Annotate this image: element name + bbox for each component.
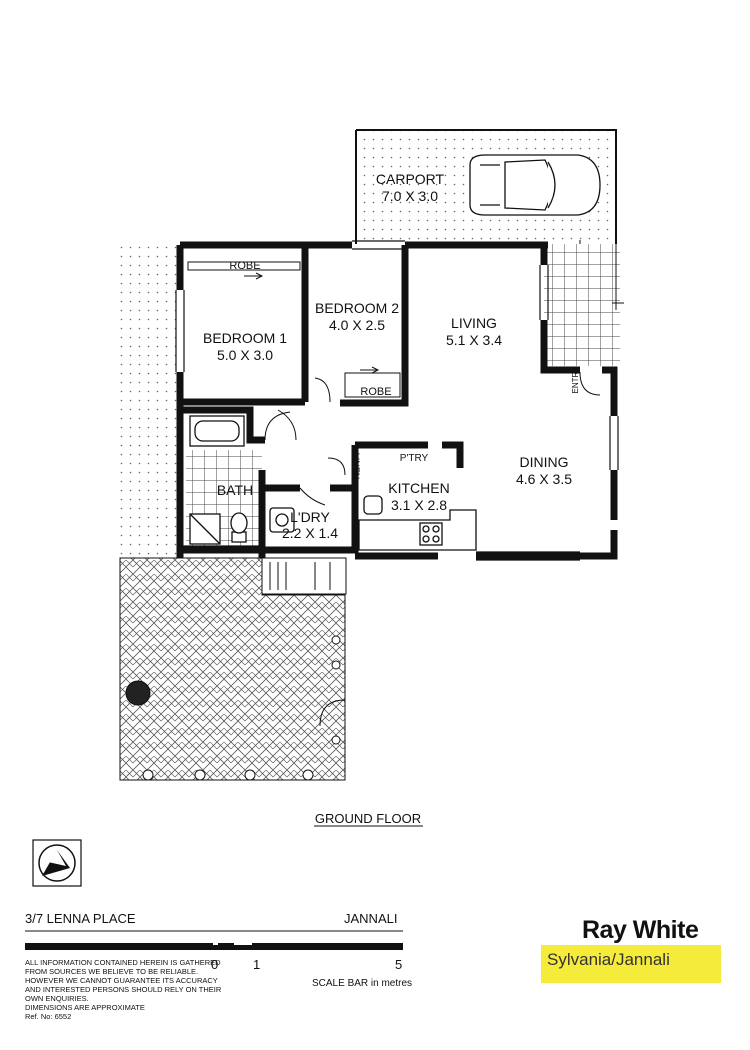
bedroom2-size: 4.0 X 2.5	[329, 317, 385, 333]
bedroom1-size: 5.0 X 3.0	[217, 347, 273, 363]
entry-label: ENTRY	[571, 366, 580, 394]
dining-name: DINING	[520, 454, 569, 470]
disclaimer-line: FROM SOURCES WE BELIEVE TO BE RELIABLE.	[25, 967, 199, 976]
pantry-label: P'TRY	[400, 453, 429, 464]
laundry-size: 2.2 X 1.4	[282, 525, 338, 541]
steps	[261, 557, 347, 595]
linen-label: LINEN	[351, 453, 361, 480]
suburb-label: JANNALI	[344, 911, 398, 926]
bedroom2-name: BEDROOM 2	[315, 300, 399, 316]
disclaimer-line: OWN ENQUIRIES.	[25, 994, 89, 1003]
living-size: 5.1 X 3.4	[446, 332, 502, 348]
scale-bar	[25, 941, 403, 950]
address-label: 3/7 LENNA PLACE	[25, 911, 136, 926]
scale-caption: SCALE BAR in metres	[312, 978, 413, 989]
living-name: LIVING	[451, 315, 497, 331]
patio-tiles	[544, 244, 620, 366]
disclaimer-text: ALL INFORMATION CONTAINED HEREIN IS GATH…	[25, 958, 222, 1021]
scale-tick-0: 0	[211, 957, 219, 972]
robe-fittings	[187, 261, 401, 398]
scale-tick-5: 5	[395, 957, 403, 972]
side-garden-strip	[120, 242, 180, 558]
windows	[175, 240, 619, 561]
kitchen-bench	[358, 495, 477, 551]
laundry-name: L'DRY	[290, 509, 330, 525]
bath-name: BATH	[217, 482, 253, 498]
robe1-label: ROBE	[229, 260, 260, 272]
robe2-label: ROBE	[360, 386, 391, 398]
brand-office-box	[541, 945, 721, 983]
carport-name: CARPORT	[376, 171, 445, 187]
kitchen-name: KITCHEN	[388, 480, 449, 496]
disclaimer-line: HOWEVER WE CANNOT GUARANTEE ITS ACCURACY	[25, 976, 218, 985]
brand-office: Sylvania/Jannali	[547, 950, 670, 969]
walls	[176, 241, 618, 560]
scale-tick-1: 1	[253, 957, 261, 972]
car-icon	[469, 154, 601, 216]
disclaimer-line: DIMENSIONS ARE APPROXIMATE	[25, 1003, 145, 1012]
doors	[264, 371, 601, 506]
bedroom1-name: BEDROOM 1	[203, 330, 287, 346]
disclaimer-line: ALL INFORMATION CONTAINED HEREIN IS GATH…	[25, 958, 221, 967]
plant-icons	[125, 635, 346, 781]
dining-size: 4.6 X 3.5	[516, 471, 572, 487]
brand-logo: Ray White	[582, 916, 699, 944]
toilet	[230, 512, 248, 543]
kitchen-size: 3.1 X 2.8	[391, 497, 447, 513]
bathtub	[189, 415, 245, 447]
north-arrow-icon	[32, 839, 82, 887]
shower	[189, 513, 221, 545]
floor-title: GROUND FLOOR	[315, 811, 421, 826]
laundry-tub	[269, 507, 295, 533]
disclaimer-line: AND INTERESTED PERSONS SHOULD RELY ON TH…	[25, 985, 222, 994]
carport-size: 7.0 X 3.0	[382, 188, 438, 204]
disclaimer-line: Ref. No: 6552	[25, 1012, 72, 1021]
